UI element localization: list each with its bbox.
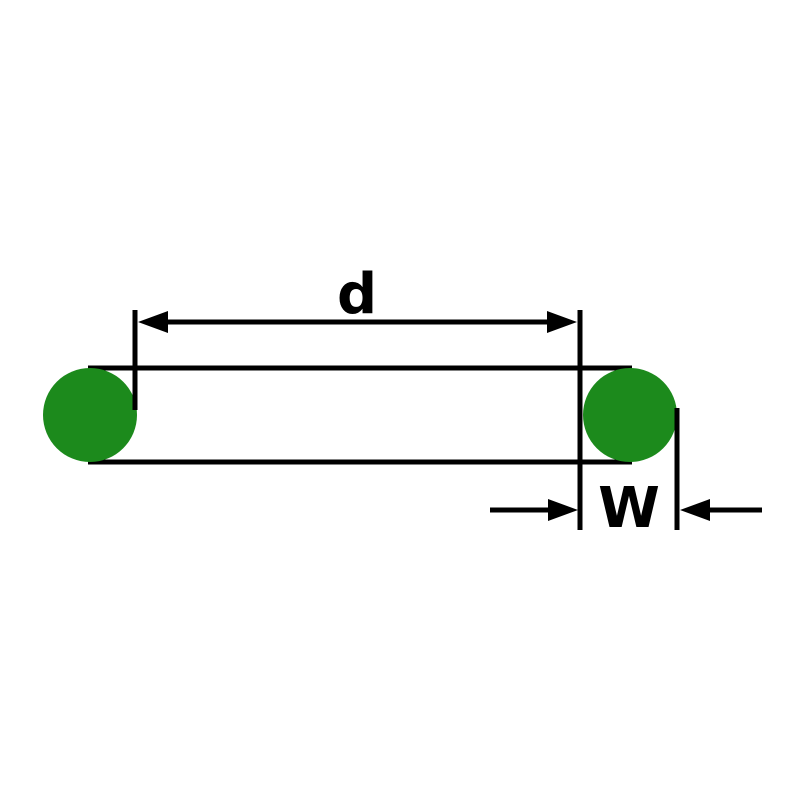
oring-cross-section-right: [583, 368, 677, 462]
w-label: W: [598, 476, 660, 541]
w-arrowhead-left: [548, 499, 578, 521]
oring-cross-section-left: [43, 368, 137, 462]
d-label: d: [337, 262, 377, 327]
d-arrowhead-right: [547, 311, 577, 333]
d-arrowhead-left: [138, 311, 168, 333]
w-arrowhead-right: [680, 499, 710, 521]
